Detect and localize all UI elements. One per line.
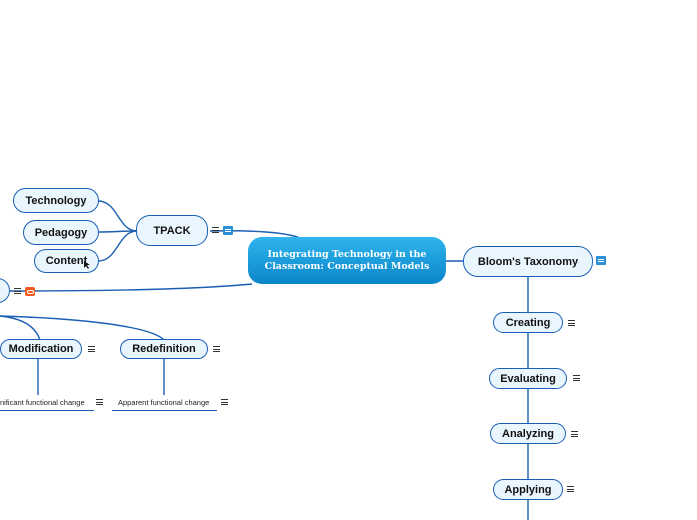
central-topic-line1: Integrating Technology in the <box>267 248 427 260</box>
central-topic-line2: Classroom: Conceptual Models <box>264 260 430 272</box>
samr-note-modification[interactable]: nificant functional change <box>0 398 94 411</box>
blooms-child-evaluating[interactable]: Evaluating <box>489 368 567 389</box>
menu-icon[interactable] <box>88 346 95 352</box>
tpack-child-label: Content <box>45 255 88 267</box>
blooms-child-analyzing[interactable]: Analyzing <box>490 423 566 444</box>
samr-note-redefinition[interactable]: Apparent functional change <box>112 398 217 411</box>
note-icon[interactable] <box>596 256 606 265</box>
samr-child-label: Modification <box>8 343 74 355</box>
link-icon[interactable] <box>25 287 35 296</box>
central-topic[interactable]: Integrating Technology in the Classroom:… <box>248 237 446 284</box>
tpack-child-content[interactable]: Content <box>34 249 99 273</box>
blooms-child-applying[interactable]: Applying <box>493 479 563 500</box>
cursor-icon <box>84 261 90 269</box>
samr-child-modification[interactable]: Modification <box>0 339 82 359</box>
tpack-child-label: Technology <box>25 194 87 207</box>
menu-icon[interactable] <box>573 375 580 381</box>
samr-note-text: nificant functional change <box>0 398 85 407</box>
menu-icon[interactable] <box>221 399 228 405</box>
menu-icon[interactable] <box>96 399 103 405</box>
menu-icon[interactable] <box>212 227 219 233</box>
menu-icon[interactable] <box>568 320 575 326</box>
menu-icon[interactable] <box>14 288 21 294</box>
blooms-taxonomy-node[interactable]: Bloom's Taxonomy <box>463 246 593 277</box>
tpack-node[interactable]: TPACK <box>136 215 208 246</box>
blooms-child-label: Creating <box>505 316 551 329</box>
samr-child-label: Redefinition <box>132 343 196 355</box>
samr-note-text: Apparent functional change <box>118 398 210 407</box>
tpack-child-pedagogy[interactable]: Pedagogy <box>23 220 99 245</box>
tpack-child-technology[interactable]: Technology <box>13 188 99 213</box>
menu-icon[interactable] <box>213 346 220 352</box>
blooms-child-label: Applying <box>504 483 552 496</box>
menu-icon[interactable] <box>571 431 578 437</box>
tpack-label: TPACK <box>153 224 191 237</box>
blooms-label: Bloom's Taxonomy <box>477 255 579 268</box>
samr-child-redefinition[interactable]: Redefinition <box>120 339 208 359</box>
tpack-child-label: Pedagogy <box>34 226 88 239</box>
menu-icon[interactable] <box>567 486 574 492</box>
blooms-child-label: Analyzing <box>502 427 554 440</box>
blooms-child-label: Evaluating <box>500 372 556 385</box>
blooms-child-creating[interactable]: Creating <box>493 312 563 333</box>
note-icon[interactable] <box>223 226 233 235</box>
